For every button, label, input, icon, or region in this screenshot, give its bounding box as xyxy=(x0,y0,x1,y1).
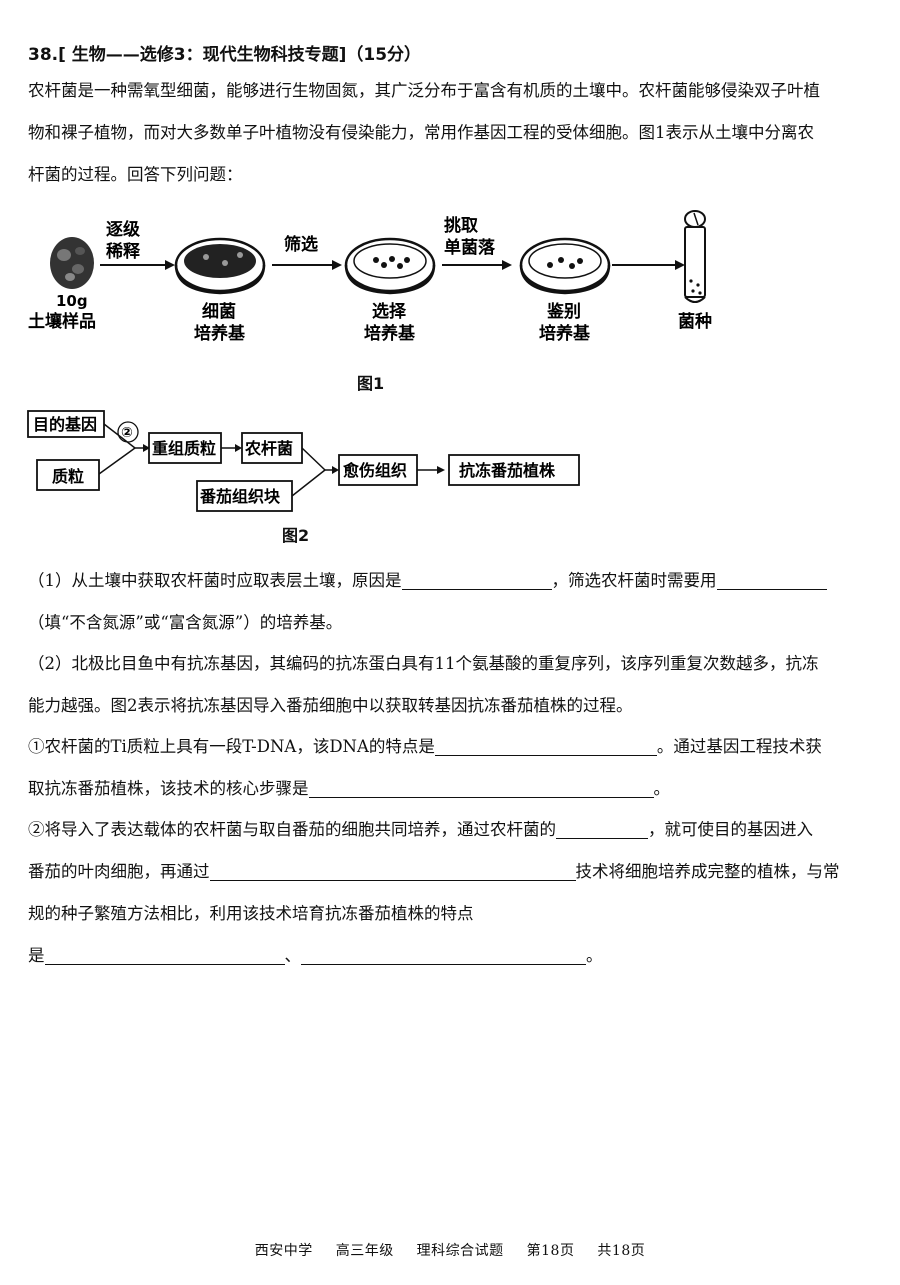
dish3-label-1: 鉴别 xyxy=(546,301,581,322)
footer-school: 西安中学 xyxy=(254,1243,313,1259)
petri-dish-3 xyxy=(519,237,611,295)
dish1-label-2: 培养基 xyxy=(194,323,246,344)
question-title: 38.[ 生物——选修3：现代生物科技专题]（15分） xyxy=(28,45,422,65)
answer-blank-3[interactable] xyxy=(434,735,657,756)
arrow-to-agro xyxy=(221,444,242,452)
test-tube-icon xyxy=(684,210,706,303)
answer-blank-7[interactable] xyxy=(44,944,285,965)
sub2-text-c: 番茄的叶肉细胞，再通过 xyxy=(28,862,210,881)
part2-line-1: （2）北极比目鱼中有抗冻基因，其编码的抗冻蛋白具有11个氨基酸的重复序列，该序列… xyxy=(28,654,819,673)
step-marker: ② xyxy=(121,425,133,441)
soil-amount: 10g xyxy=(56,292,88,310)
answer-blank-8[interactable] xyxy=(301,944,586,965)
sub2-text-g: 、 xyxy=(284,946,302,965)
part1-line-2: （填“不含氮源”或“富含氮源”）的培养基。 xyxy=(28,613,343,632)
part1-line-1: （1）从土壤中获取农杆菌时应取表层土壤，原因是 ，筛选农杆菌时需要用 xyxy=(28,560,873,602)
callus-box xyxy=(338,454,418,486)
merge-arrow-1 xyxy=(98,423,150,475)
arrow2-label: 筛选 xyxy=(284,234,318,255)
sub2-line-3: 规的种子繁殖方法相比，利用该技术培育抗冻番茄植株的特点 xyxy=(28,904,474,923)
intro-line-3: 杆菌的过程。回答下列问题： xyxy=(28,165,243,184)
petri-dish-2 xyxy=(344,237,436,295)
sub1-text-d: 。 xyxy=(653,779,671,798)
tissue-box xyxy=(196,480,293,512)
arrow-2 xyxy=(272,260,342,270)
sub2-text-a: ②将导入了表达载体的农杆菌与取自番茄的细胞共同培养，通过农杆菌的 xyxy=(28,820,556,839)
recombinant-box xyxy=(148,432,222,464)
figure2-diagram: 目的基因 质粒 ② 重组质粒 农杆菌 番茄组织块 xyxy=(27,410,580,512)
recombinant-box-label: 重组质粒 xyxy=(152,439,216,458)
sub2-text-f: 是 xyxy=(28,946,45,965)
part2-line-2: 能力越强。图2表示将抗冻基因导入番茄细胞中以获取转基因抗冻番茄植株的过程。 xyxy=(28,696,633,715)
answer-blank-2[interactable] xyxy=(716,569,827,590)
footer-grade: 高三年级 xyxy=(335,1243,394,1259)
intro-line-2: 物和裸子植物，而对大多数单子叶植物没有侵染能力，常用作基因工程的受体细胞。图1表… xyxy=(28,123,814,142)
page-footer: 西安中学 高三年级 理科综合试题 第18页 共18页 xyxy=(0,1240,900,1260)
figure1-caption: 图1 xyxy=(357,374,385,393)
plasmid-box xyxy=(36,459,100,491)
dish2-label-1: 选择 xyxy=(372,301,407,322)
sub2-text-b: ，就可使目的基因进入 xyxy=(648,820,813,839)
answer-blank-5[interactable] xyxy=(556,818,648,839)
footer-subject: 理科综合试题 xyxy=(416,1243,504,1259)
sub1-line-1: ①农杆菌的Ti质粒上具有一段T-DNA，该DNA的特点是 。通过基因工程技术获 xyxy=(28,726,873,768)
figure2-caption: 图2 xyxy=(282,526,310,545)
tissue-box-label: 番茄组织块 xyxy=(199,487,281,506)
plant-box-label: 抗冻番茄植株 xyxy=(459,461,556,480)
arrow1-label-2: 稀释 xyxy=(106,241,141,262)
sub2-paragraph: ②将导入了表达载体的农杆菌与取自番茄的细胞共同培养，通过农杆菌的 ，就可使目的基因… xyxy=(28,809,873,977)
sub2-line-1: ②将导入了表达载体的农杆菌与取自番茄的细胞共同培养，通过农杆菌的 ，就可使目的基因… xyxy=(28,809,873,851)
sub2-text-d: 技术将细胞培养成完整的植株，与常 xyxy=(575,862,840,881)
intro-paragraph: 农杆菌是一种需氧型细菌，能够进行生物固氮，其广泛分布于富含有机质的土壤中。农杆菌… xyxy=(28,70,873,196)
dish3-label-2: 培养基 xyxy=(539,323,591,344)
agro-box xyxy=(241,432,303,464)
arrow-1 xyxy=(100,260,175,270)
sub1-paragraph: ①农杆菌的Ti质粒上具有一段T-DNA，该DNA的特点是 。通过基因工程技术获 取… xyxy=(28,726,873,810)
sub2-text-h: 。 xyxy=(586,946,603,965)
figure1-diagram: 10g 土壤样品 逐级 稀释 细菌 培养基 筛选 xyxy=(28,210,712,344)
footer-total: 共18页 xyxy=(597,1243,646,1259)
dish2-label-2: 培养基 xyxy=(364,323,416,344)
answer-blank-1[interactable] xyxy=(401,569,552,590)
arrow3-label-2: 单菌落 xyxy=(444,237,496,258)
sub1-text-b: 。通过基因工程技术获 xyxy=(656,737,822,756)
arrow-to-plant xyxy=(417,466,445,474)
part1-paragraph: （1）从土壤中获取农杆菌时应取表层土壤，原因是 ，筛选农杆菌时需要用 （填“不含氮… xyxy=(28,560,873,644)
merge-arrow-2 xyxy=(291,447,339,497)
sub2-line-4: 是 、 。 xyxy=(28,935,873,977)
part1-text-b: ，筛选农杆菌时需要用 xyxy=(551,571,717,590)
intro-line-1: 农杆菌是一种需氧型细菌，能够进行生物固氮，其广泛分布于富含有机质的土壤中。农杆菌… xyxy=(28,81,820,100)
dish1-label-1: 细菌 xyxy=(202,301,236,322)
tube-label: 菌种 xyxy=(678,311,712,332)
answer-blank-4[interactable] xyxy=(308,777,654,798)
sub2-line-2: 番茄的叶肉细胞，再通过 技术将细胞培养成完整的植株，与常 xyxy=(28,851,873,893)
answer-blank-6[interactable] xyxy=(209,860,576,881)
sub1-text-c: 取抗冻番茄植株，该技术的核心步骤是 xyxy=(28,779,309,798)
part2-paragraph: （2）北极比目鱼中有抗冻基因，其编码的抗冻蛋白具有11个氨基酸的重复序列，该序列… xyxy=(28,643,873,727)
sub1-line-2: 取抗冻番茄植株，该技术的核心步骤是 。 xyxy=(28,768,873,810)
gene-box-label: 目的基因 xyxy=(33,415,97,434)
soil-label: 土壤样品 xyxy=(28,311,96,332)
plasmid-box-label: 质粒 xyxy=(52,467,84,486)
arrow3-label-1: 挑取 xyxy=(444,215,478,236)
agro-box-label: 农杆菌 xyxy=(244,439,293,458)
petri-dish-1 xyxy=(174,237,266,295)
part1-text-a: （1）从土壤中获取农杆菌时应取表层土壤，原因是 xyxy=(28,571,402,590)
plant-box xyxy=(448,454,580,486)
arrow-4 xyxy=(612,260,685,270)
soil-sample-icon xyxy=(50,237,94,289)
arrow1-label-1: 逐级 xyxy=(106,219,140,240)
sub1-text-a: ①农杆菌的Ti质粒上具有一段T-DNA，该DNA的特点是 xyxy=(28,737,435,756)
footer-page: 第18页 xyxy=(526,1243,575,1259)
callus-box-label: 愈伤组织 xyxy=(343,461,407,480)
arrow-3 xyxy=(442,260,512,270)
